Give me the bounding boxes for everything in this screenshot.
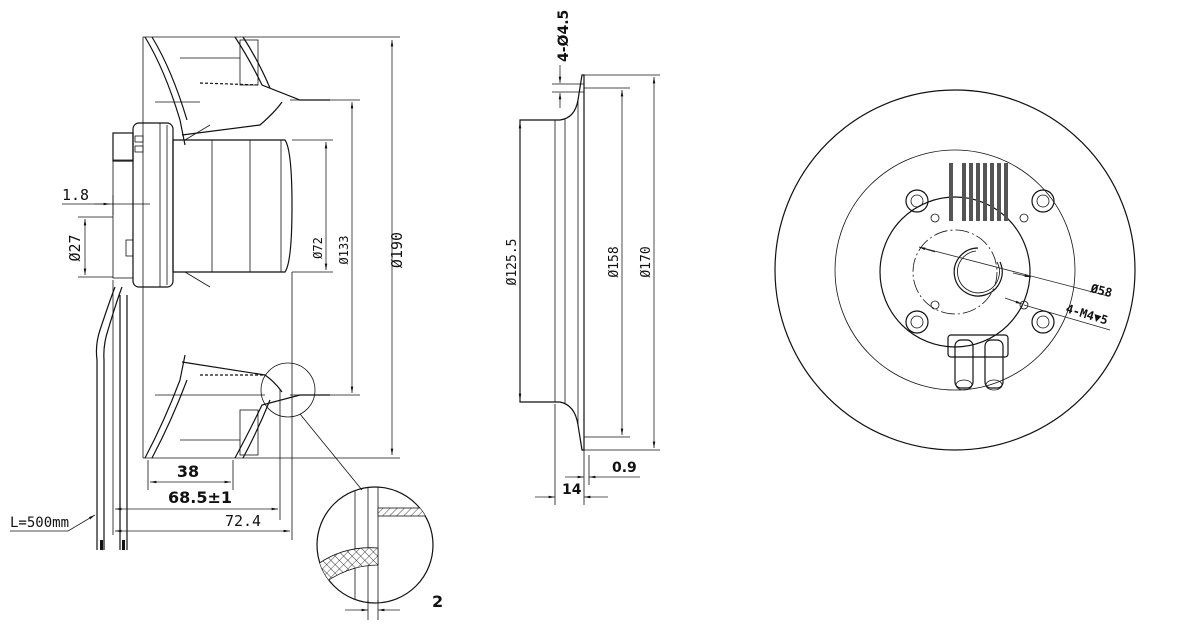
motor-body — [172, 139, 293, 273]
dim-0-9: 0.9 — [612, 460, 637, 476]
dim-72-4: 72.4 — [225, 512, 261, 530]
rear-view: Ø58 4-M4▼5 — [774, 89, 1136, 451]
dim-d158: Ø158 — [607, 246, 622, 277]
dim-14: 14 — [562, 482, 582, 498]
dim-offset: 1.8 — [62, 186, 89, 204]
dim-68-5: 68.5±1 — [168, 488, 232, 507]
dim-cable-length: L=500mm — [10, 515, 69, 531]
circlip — [953, 247, 1003, 297]
dim-detail-2: 2 — [432, 592, 443, 611]
mounting-screws — [905, 189, 1055, 334]
side-view: Ø190 Ø133 Ø72 Ø27 1.8 38 68.5±1 72.4 — [10, 36, 443, 620]
dim-38: 38 — [177, 462, 199, 481]
cooling-fins — [949, 163, 1008, 221]
dim-d27: Ø27 — [66, 234, 84, 261]
connector — [112, 132, 134, 162]
dim-d72: Ø72 — [311, 237, 325, 259]
dim-d58: Ø58 — [1088, 281, 1113, 300]
cable-gland — [947, 334, 1009, 358]
dim-d170: Ø170 — [639, 246, 654, 277]
cable — [95, 286, 116, 550]
dim-d190: Ø190 — [388, 232, 406, 268]
dim-d125-5: Ø125.5 — [505, 239, 520, 286]
impeller-shroud-top — [144, 36, 186, 146]
flange-view: Ø170 Ø158 Ø125.5 4-Ø4.5 14 0.9 — [505, 10, 660, 505]
dim-holes: 4-Ø4.5 — [556, 10, 572, 62]
inner-ring — [834, 149, 1076, 391]
dim-d133: Ø133 — [337, 236, 351, 265]
detail-marker — [260, 362, 316, 418]
outer-ring — [774, 89, 1136, 451]
detail-view: 2 — [316, 486, 443, 620]
